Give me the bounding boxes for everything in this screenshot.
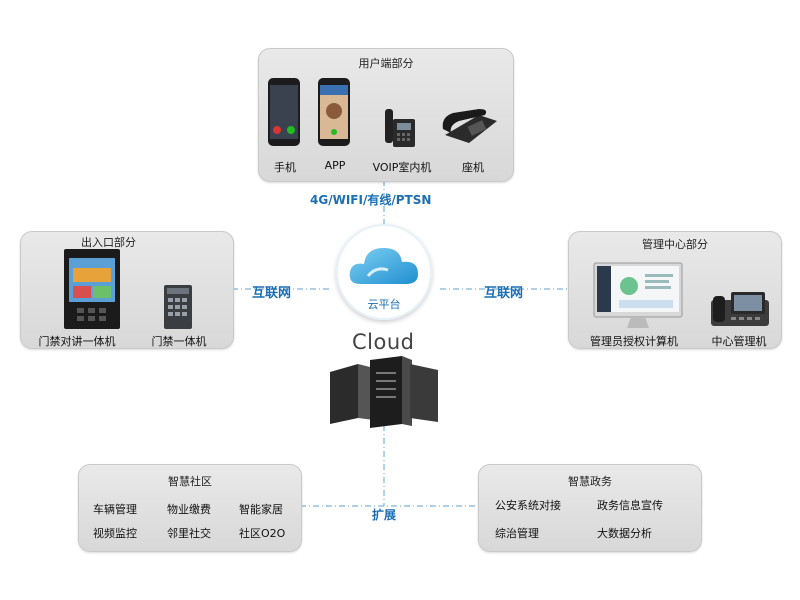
government-item: 公安系统对接: [495, 499, 561, 512]
user-panel-title: 用户端部分: [358, 57, 414, 70]
admin-computer-icon: [593, 262, 683, 328]
device-label-landline: 座机: [462, 161, 484, 174]
mobile-phone-icon: [268, 78, 300, 146]
cloud-platform-label: 云平台: [367, 298, 401, 311]
government-item: 大数据分析: [597, 527, 652, 540]
entrance-panel-title: 出入口部分: [81, 236, 136, 249]
link-label-bottom: 扩展: [372, 508, 397, 522]
user-panel: 用户端部分 手机 APP VOIP室内机 座机: [258, 48, 514, 182]
door-intercom-unit-icon: [64, 249, 120, 329]
landline-phone-icon: [442, 109, 497, 143]
link-label-left: 互联网: [252, 286, 292, 301]
cloud-word: Cloud: [352, 330, 415, 354]
community-item: 社区O2O: [239, 527, 286, 540]
link-label-top: 4G/WIFI/有线/PTSN: [310, 193, 432, 207]
access-control-unit-icon: [164, 285, 192, 329]
cloud-icon: [349, 248, 418, 284]
smart-government-title: 智慧政务: [568, 475, 612, 488]
device-label-access-control: 门禁一体机: [151, 335, 207, 348]
server-rack-icon: [330, 356, 438, 428]
device-label-app: APP: [324, 159, 346, 172]
voip-indoor-unit-icon: [385, 109, 415, 147]
entrance-panel: 出入口部分 门禁对讲一体机 门禁一体机: [20, 231, 234, 349]
government-item: 政务信息宣传: [597, 499, 663, 512]
device-label-phone: 手机: [274, 161, 296, 174]
smart-community-panel: 智慧社区 车辆管理 物业缴费 智能家居 视频监控 邻里社交 社区O2O: [78, 464, 302, 552]
smart-government-panel: 智慧政务 公安系统对接 政务信息宣传 综治管理 大数据分析: [478, 464, 702, 552]
device-label-door-intercom: 门禁对讲一体机: [38, 335, 116, 348]
community-item: 物业缴费: [167, 503, 211, 516]
device-label-voip: VOIP室内机: [372, 161, 432, 174]
smart-community-title: 智慧社区: [168, 475, 212, 488]
central-management-unit-icon: [711, 292, 769, 326]
device-label-admin-computer: 管理员授权计算机: [590, 335, 678, 348]
management-panel-title: 管理中心部分: [642, 238, 708, 251]
link-label-right: 互联网: [484, 286, 524, 301]
device-label-central-unit: 中心管理机: [711, 335, 767, 348]
community-item: 邻里社交: [167, 527, 211, 540]
community-item: 智能家居: [239, 503, 283, 516]
government-item: 综治管理: [495, 527, 539, 540]
app-phone-icon: [318, 78, 350, 146]
community-item: 车辆管理: [93, 503, 137, 516]
community-item: 视频监控: [93, 527, 137, 540]
management-panel: 管理中心部分 管理员授权计算机 中心管理机: [568, 231, 782, 349]
